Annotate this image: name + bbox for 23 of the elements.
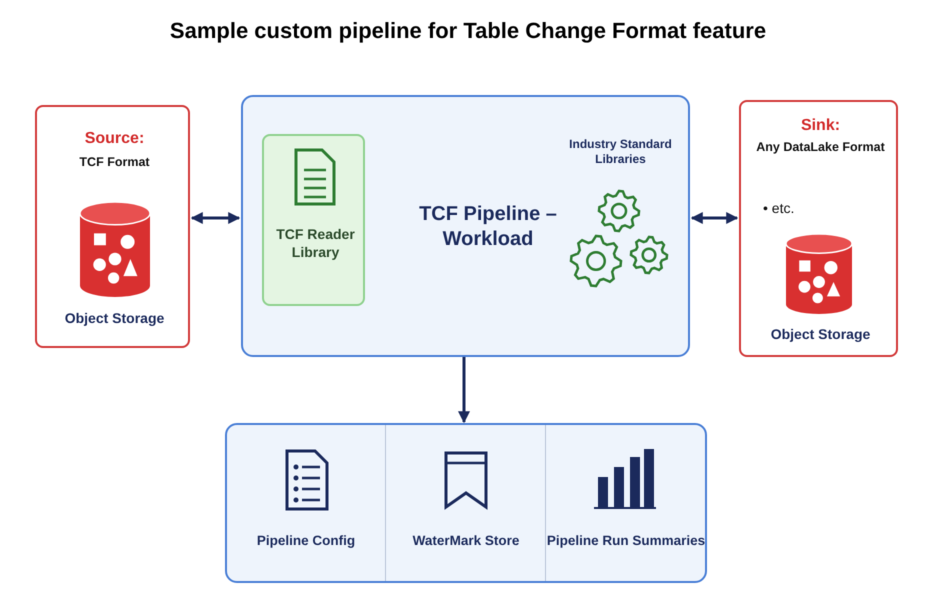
pipeline-title: TCF Pipeline – Workload [418, 202, 558, 252]
sink-box [739, 100, 898, 357]
summaries-label: Pipeline Run Summaries [546, 533, 706, 550]
title: Sample custom pipeline for Table Change Format feature [168, 18, 768, 44]
storage-label: Object Storage [770, 326, 872, 344]
pipeline-box [241, 95, 690, 357]
reader-library-label: TCF Reader Library [275, 226, 356, 261]
format-label: TCF Format [78, 155, 151, 171]
sink-heading: Sink: [800, 116, 842, 136]
format-list-item: • etc. [763, 200, 796, 218]
panel-section [545, 425, 705, 581]
arrow [190, 212, 240, 224]
source-heading: Source: [84, 129, 146, 149]
watermark-label: WaterMark Store [412, 533, 520, 550]
libraries-label: Industry Standard Libraries [568, 137, 673, 167]
format-label: Any DataLake Format [755, 140, 886, 156]
arrow [690, 212, 738, 224]
arrow [458, 357, 470, 424]
config-label: Pipeline Config [256, 533, 356, 550]
storage-panel [225, 423, 707, 583]
source-box [35, 105, 190, 348]
storage-label: Object Storage [64, 310, 166, 328]
library-box [262, 134, 365, 306]
